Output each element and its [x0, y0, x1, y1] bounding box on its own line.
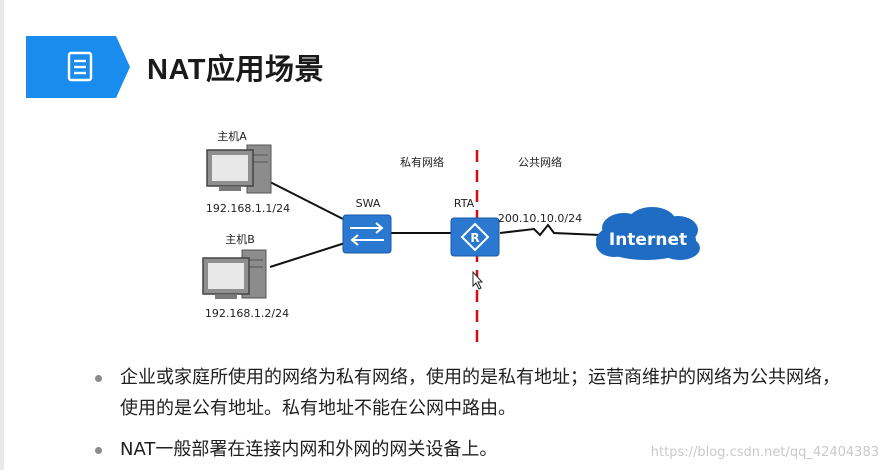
router-icon: R: [450, 217, 500, 257]
bullet-text: 企业或家庭所使用的网络为私有网络，使用的是私有地址；运营商维护的网络为公共网络，…: [120, 367, 840, 419]
host-b-computer-icon: [202, 249, 267, 299]
internet-cloud-icon: [596, 207, 700, 260]
public-network-label: 公共网络: [518, 155, 562, 169]
switch-icon: [342, 214, 392, 254]
wan-ip-label: 200.10.10.0/24: [498, 212, 582, 225]
private-network-label: 私有网络: [400, 155, 444, 169]
switch-label: SWA: [356, 197, 381, 210]
link-hosta-swa: [269, 181, 346, 221]
internet-label: Internet: [609, 230, 687, 250]
bullet-dot-icon: [95, 375, 102, 382]
svg-text:R: R: [470, 231, 479, 245]
link-rta-internet: [499, 223, 601, 237]
bullet-item: NAT一般部署在连接内网和外网的网关设备上。: [95, 434, 855, 465]
bullet-dot-icon: [95, 447, 102, 454]
bullet-text: NAT一般部署在连接内网和外网的网关设备上。: [120, 439, 498, 460]
watermark: https://blog.csdn.net/qq_42404383: [650, 445, 879, 460]
page-title: NAT应用场景: [147, 54, 324, 86]
host-b-label: 主机B: [225, 232, 255, 246]
document-icon: [67, 51, 93, 82]
link-hostb-swa: [269, 242, 346, 268]
router-label: RTA: [454, 197, 475, 210]
host-a-ip: 192.168.1.1/24: [206, 202, 290, 215]
bullet-list: 企业或家庭所使用的网络为私有网络，使用的是私有地址；运营商维护的网络为公共网络，…: [95, 362, 855, 475]
header-banner-shape: [26, 36, 130, 98]
mouse-cursor-icon: [472, 270, 484, 290]
slide-left-border: [0, 0, 4, 470]
bullet-item: 企业或家庭所使用的网络为私有网络，使用的是私有地址；运营商维护的网络为公共网络，…: [95, 362, 855, 424]
host-a-computer-icon: [206, 144, 272, 194]
header-banner: [26, 36, 136, 98]
network-diagram: 主机A 192.168.1.1/24 主机B 192.168.1.2/24 SW…: [202, 129, 700, 350]
host-b-ip: 192.168.1.2/24: [205, 307, 289, 320]
host-a-label: 主机A: [217, 129, 247, 143]
